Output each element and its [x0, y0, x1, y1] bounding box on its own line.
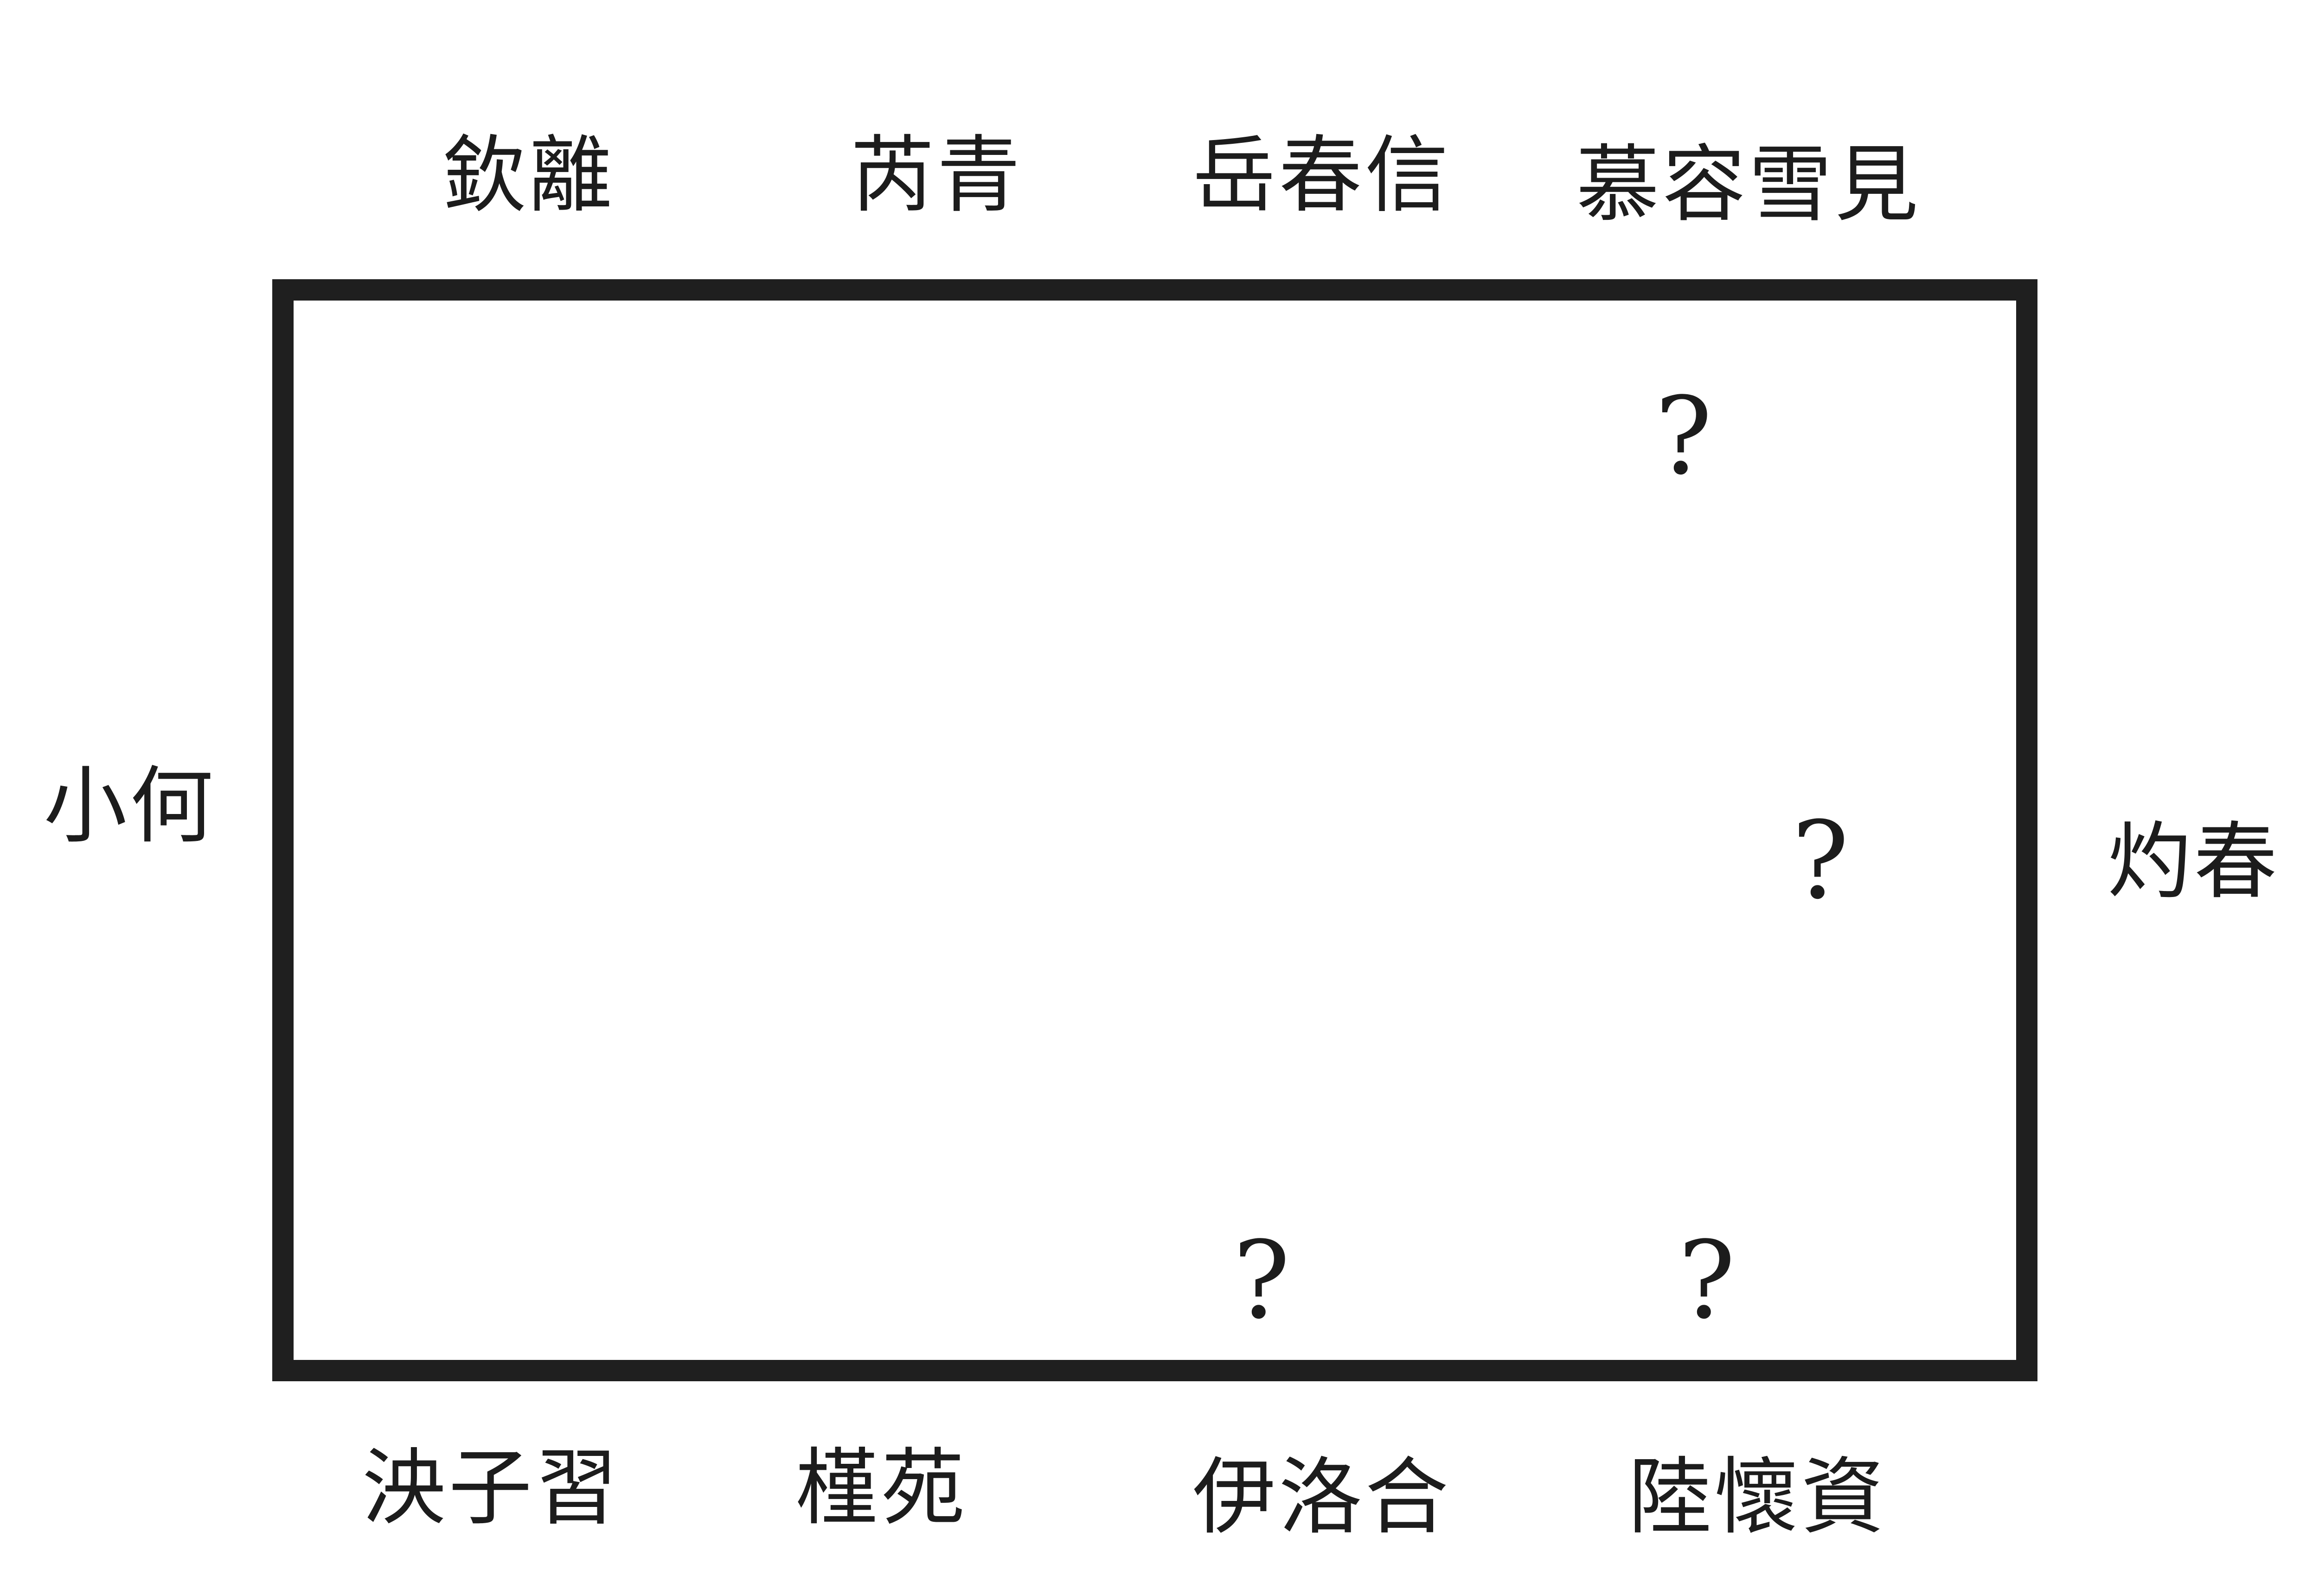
unknown-mark-top-right: ?: [1655, 375, 1712, 499]
left-name-1: 小何: [44, 758, 216, 855]
table-rectangle: [272, 279, 2037, 1381]
bottom-name-3: 伊洛合: [1192, 1449, 1451, 1546]
top-name-1: 欽離: [442, 127, 615, 224]
top-name-4: 慕容雪見: [1576, 136, 1921, 233]
bottom-name-4: 陸懷資: [1628, 1449, 1887, 1546]
unknown-mark-bottom-right: ?: [1678, 1219, 1735, 1343]
bottom-name-1: 泱子習: [362, 1440, 621, 1537]
unknown-mark-right: ?: [1792, 799, 1849, 923]
unknown-mark-bottom-middle: ?: [1233, 1219, 1290, 1343]
top-name-2: 芮青: [851, 127, 1023, 224]
bottom-name-2: 槿苑: [795, 1440, 967, 1537]
top-name-3: 岳春信: [1192, 127, 1451, 224]
right-name-1: 灼春: [2108, 814, 2280, 910]
